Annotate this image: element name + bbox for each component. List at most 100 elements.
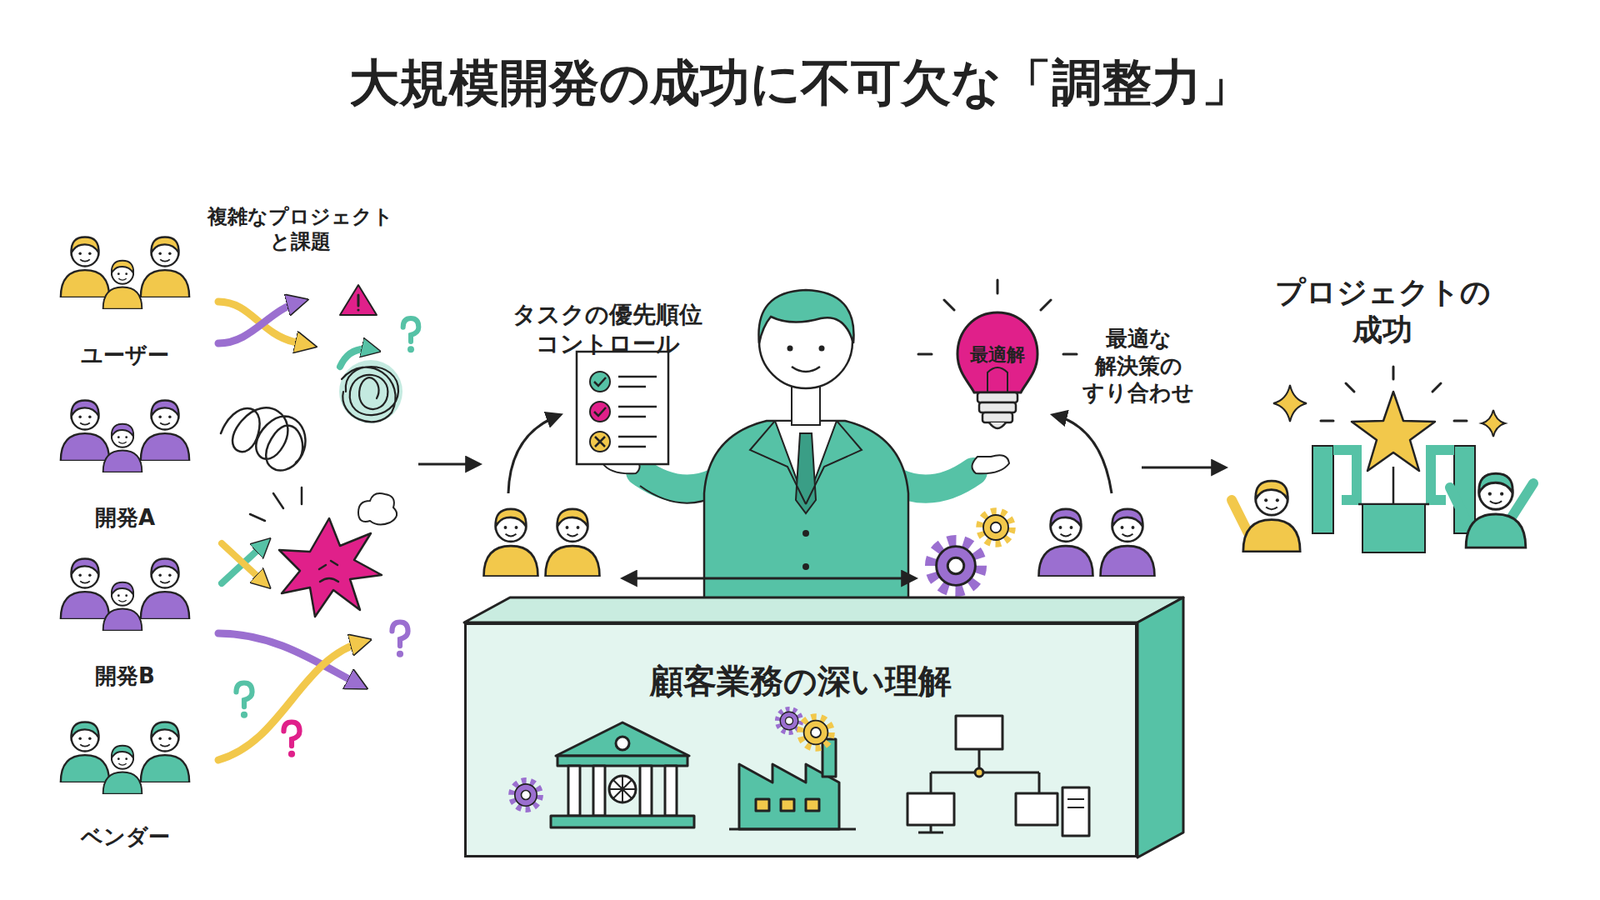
drawing-part — [907, 715, 1090, 836]
drawing-part — [979, 402, 1016, 413]
drawing-part — [615, 736, 630, 750]
icon-instance — [140, 237, 190, 298]
drawing-part — [594, 407, 606, 416]
drawing-part — [1039, 509, 1155, 577]
drawing-part — [590, 401, 610, 422]
drawing-part — [1481, 410, 1505, 437]
icon-instance — [1243, 480, 1300, 552]
step-caption: タスクの優先順位 コントロール — [512, 300, 703, 359]
drawing-part — [930, 749, 1040, 794]
drawing-part — [1015, 793, 1058, 825]
drawing-part — [508, 415, 560, 494]
group-name: 開発B — [95, 662, 155, 690]
icon-instance — [980, 511, 1012, 544]
success-icon — [1231, 366, 1534, 553]
drawing-part — [339, 360, 403, 424]
drawing-part — [955, 715, 1003, 750]
drawing-part — [484, 509, 600, 577]
flow-arrow — [418, 463, 480, 466]
drawing-part — [555, 722, 690, 756]
drawing-part — [590, 431, 610, 452]
icon-instance — [1039, 509, 1094, 577]
drawing-part — [340, 285, 377, 315]
drawing-part — [60, 559, 190, 631]
drawing-part — [220, 407, 305, 470]
icon-instance — [1465, 473, 1526, 548]
bulb-outline — [954, 305, 1041, 440]
flow-arrow — [1141, 466, 1225, 470]
drawing-part — [550, 815, 695, 828]
icon-instance — [140, 400, 190, 461]
drawing-part — [750, 420, 862, 505]
drawing-part — [593, 765, 605, 816]
node-text: 最適解 — [954, 342, 1041, 367]
group-name: 開発A — [95, 504, 155, 532]
icon-instance — [60, 400, 110, 461]
drawing-part — [665, 765, 677, 816]
icon-instance — [800, 717, 831, 748]
drawing-part — [1320, 366, 1467, 421]
drawing-part — [595, 436, 605, 447]
drawing-part — [60, 237, 190, 310]
drawing-part — [1067, 799, 1085, 808]
drawing-part — [550, 722, 695, 828]
drawing-part — [609, 775, 636, 803]
drawing-part — [341, 366, 399, 422]
drawing-part — [618, 376, 657, 447]
drawing-part — [819, 345, 825, 352]
drawing-part — [623, 577, 915, 580]
drawing-part — [319, 560, 339, 582]
drawing-part — [802, 563, 810, 570]
drawing-part — [755, 799, 770, 811]
drawing-part — [590, 371, 610, 392]
drawing-part — [640, 765, 652, 816]
drawing-part — [1358, 466, 1430, 505]
drawing-part — [218, 633, 360, 685]
checklist-icon — [576, 351, 669, 465]
icon-instance — [403, 318, 420, 353]
drawing-part — [60, 400, 190, 473]
drawing-part — [918, 825, 944, 833]
drawing-part — [1053, 415, 1112, 494]
icon-instance — [391, 622, 408, 658]
icon-instance — [103, 582, 143, 631]
icon-instance — [1100, 509, 1155, 577]
step-caption: 最適な 解決策の すり合わせ — [1082, 325, 1195, 407]
icon-instance — [60, 237, 110, 298]
icon-instance — [283, 722, 300, 758]
drawing-part — [989, 422, 1006, 429]
drawing-part — [1273, 385, 1307, 422]
drawing-part — [358, 493, 397, 525]
drawing-part — [791, 366, 820, 372]
drawing-part — [279, 518, 382, 617]
drawing-part — [568, 765, 580, 816]
icon-instance — [140, 559, 190, 620]
drawing-part — [576, 351, 669, 465]
drawing-part — [729, 828, 856, 831]
icon-instance — [235, 683, 252, 719]
drawing-part — [218, 301, 309, 345]
drawing-part — [704, 420, 909, 605]
drawing-part — [780, 799, 795, 811]
business-box: 顧客業務の深い理解 — [464, 622, 1138, 858]
drawing-part — [1231, 500, 1249, 534]
side-people — [484, 415, 1155, 590]
icon-instance — [60, 559, 110, 620]
icon-instance — [778, 710, 801, 733]
drawing-part — [1062, 787, 1090, 836]
icon-instance — [512, 781, 540, 810]
business-icons — [464, 622, 1138, 858]
idea-bulb: 最適解 — [954, 305, 1041, 440]
group-name: ユーザー — [80, 341, 170, 370]
drawing-part — [975, 768, 984, 777]
issue-caption: 複雑なプロジェクト と課題 — [207, 204, 394, 255]
drawing-part — [356, 308, 360, 311]
icon-instance — [103, 424, 143, 473]
drawing-part — [1362, 504, 1425, 553]
drawing-part — [1351, 391, 1435, 471]
drawing-part — [787, 345, 794, 352]
title: 大規模開発の成功に不可欠な「調整力」 — [349, 51, 1252, 115]
icon-instance — [60, 722, 110, 783]
drawing-part — [1137, 597, 1184, 858]
node-text: 顧客業務の深い理解 — [466, 658, 1135, 705]
